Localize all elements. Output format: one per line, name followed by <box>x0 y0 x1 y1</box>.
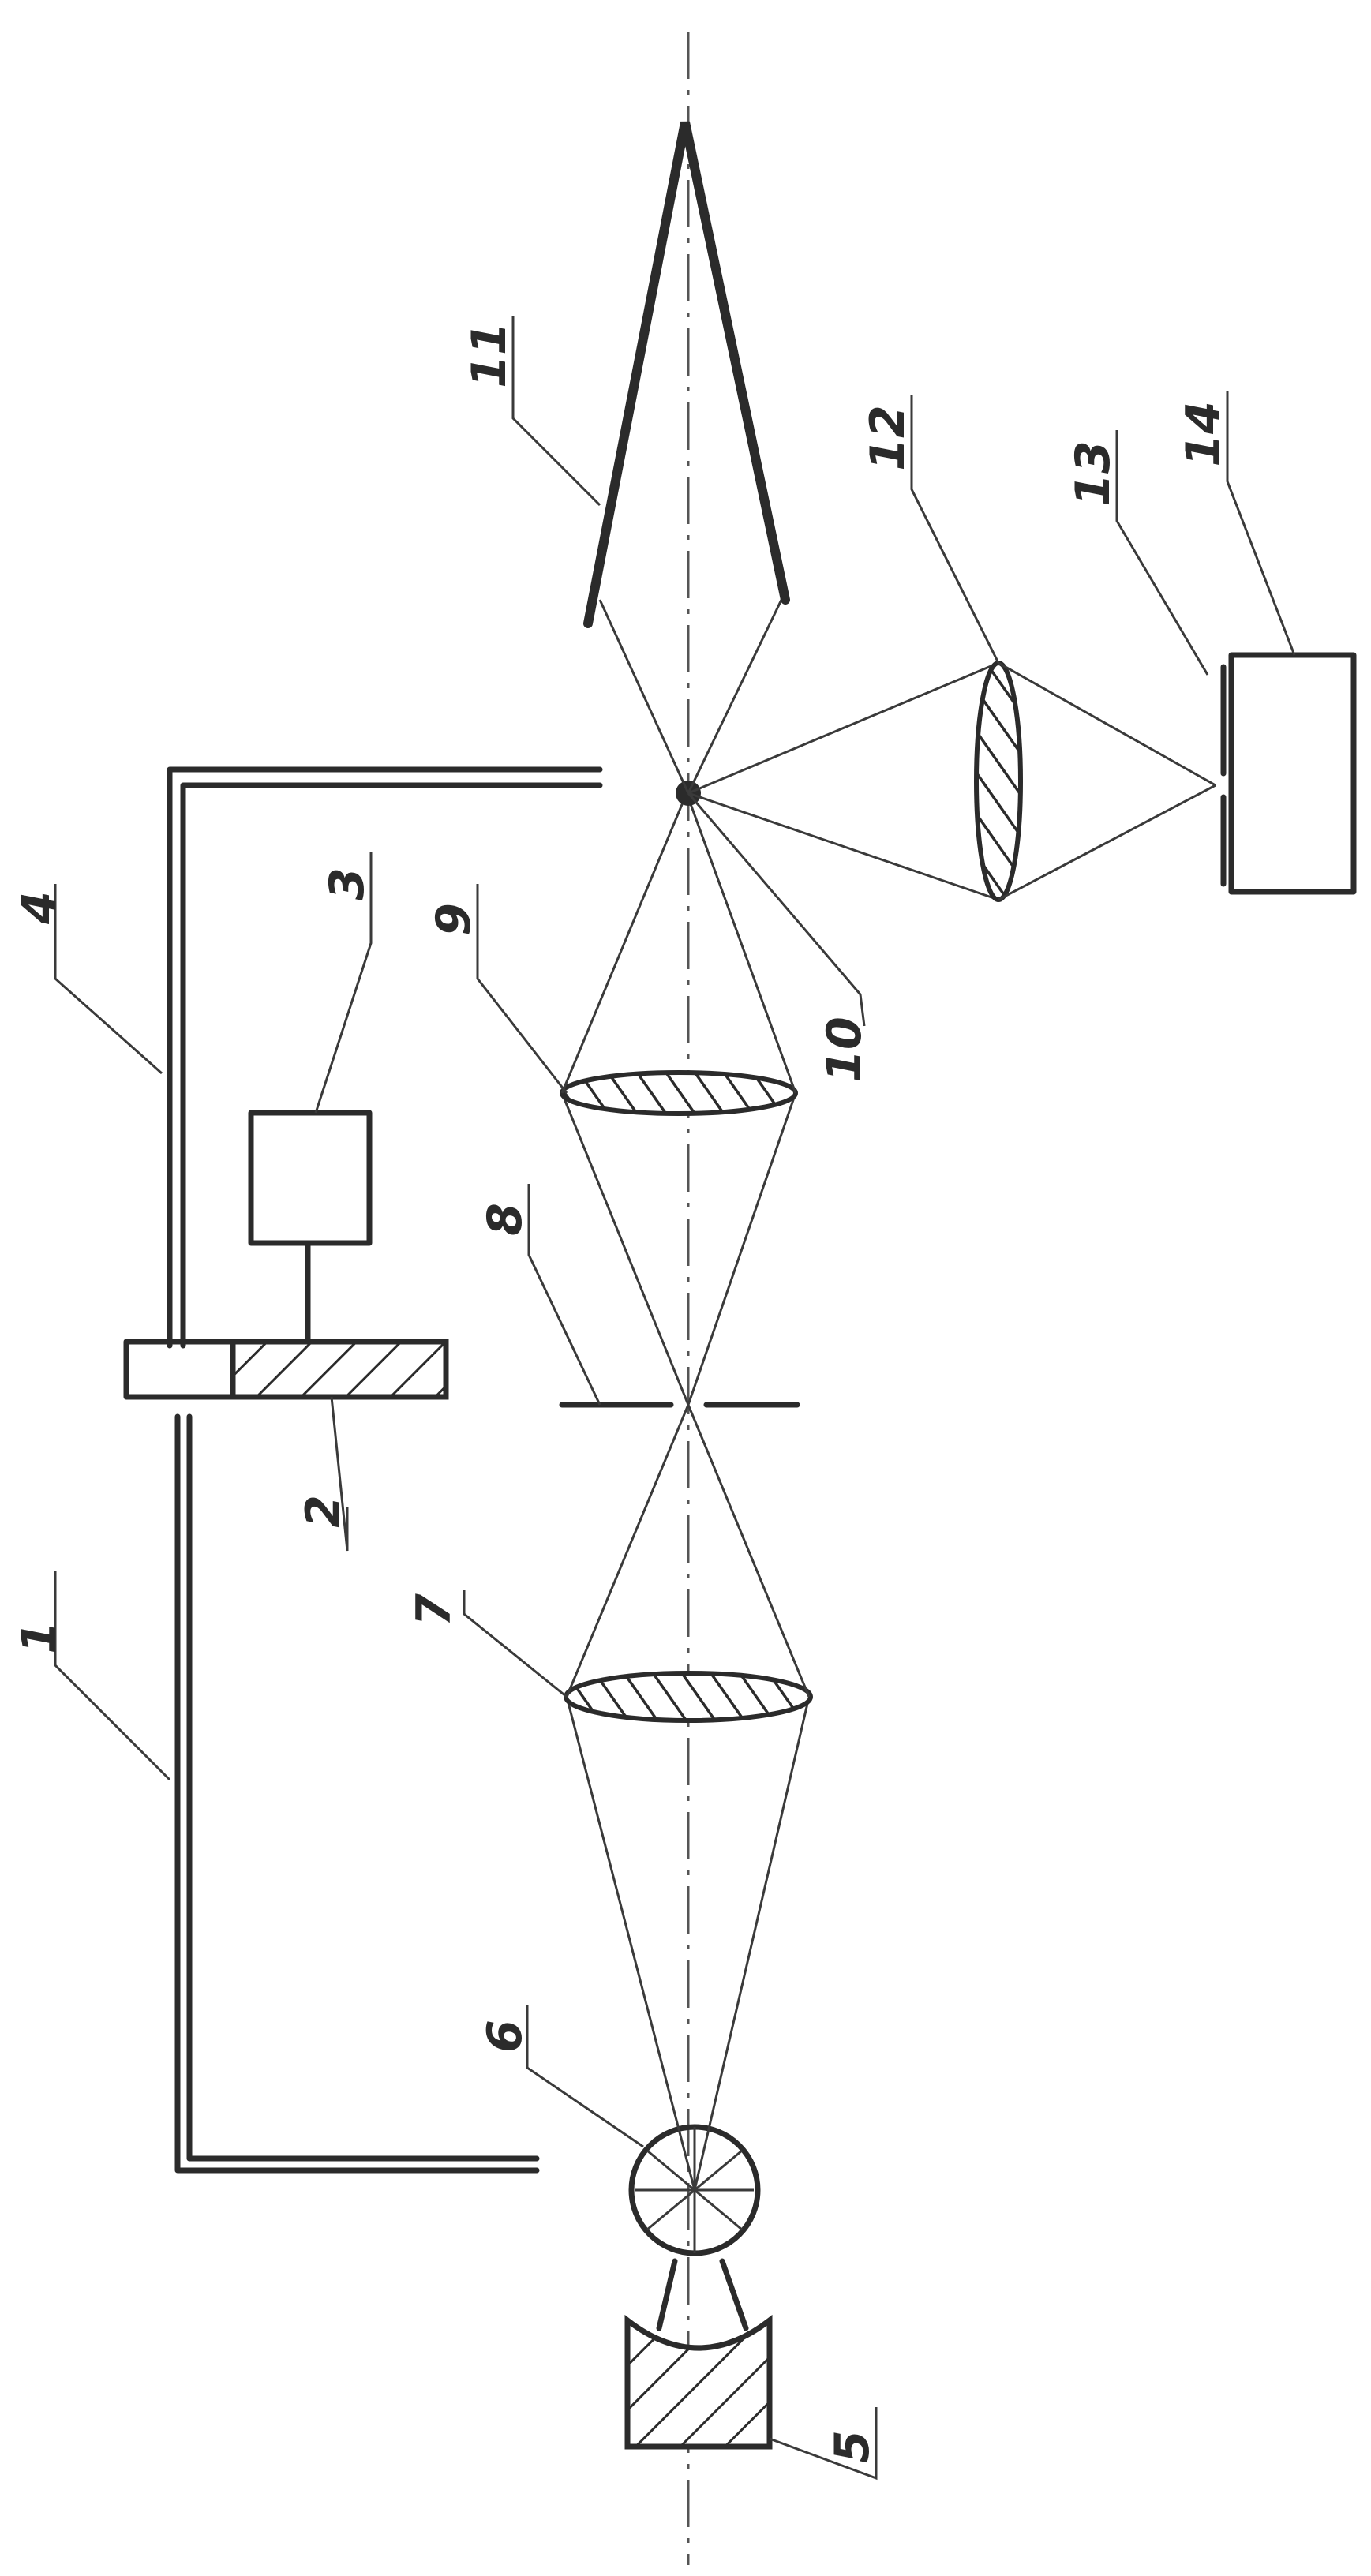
label-4: 4 <box>12 891 67 925</box>
label-12: 12 <box>860 405 916 471</box>
label-3: 3 <box>320 867 375 900</box>
label-8: 8 <box>478 1203 533 1236</box>
lens-7 <box>564 1671 813 1723</box>
leader-6 <box>526 2005 644 2148</box>
leader-14 <box>1226 391 1296 656</box>
leader-2 <box>330 1396 349 1552</box>
label-13: 13 <box>1066 440 1121 507</box>
reflector-body <box>624 2314 773 2450</box>
leader-8 <box>527 1184 601 1406</box>
filter-hatched <box>230 1339 449 1400</box>
lens-12 <box>974 661 1023 902</box>
rays-lens12-slit <box>998 661 1216 901</box>
label-2: 2 <box>296 1495 351 1528</box>
leader-12 <box>910 395 1000 664</box>
label-14: 14 <box>1176 401 1231 467</box>
label-6: 6 <box>478 2020 533 2053</box>
label-11: 11 <box>462 322 517 388</box>
lens-9 <box>560 1070 798 1116</box>
leader-13 <box>1115 430 1209 676</box>
label-9: 9 <box>426 903 481 936</box>
rays-lens7-lens9 <box>560 1092 811 1698</box>
leader-7 <box>463 1590 568 1698</box>
reflector-arrow-left <box>656 2258 678 2331</box>
label-1: 1 <box>12 1621 67 1654</box>
rays-source-lens7 <box>565 1696 811 2191</box>
label-10: 10 <box>817 1017 872 1083</box>
leader-1 <box>54 1571 171 1781</box>
filter-clear <box>123 1339 236 1400</box>
leader-4 <box>54 884 163 1075</box>
label-5: 5 <box>825 2430 880 2463</box>
scatter-rays <box>598 599 999 995</box>
leader-3 <box>314 852 373 1114</box>
leader-5 <box>769 2407 878 2481</box>
rays-lens9-focus <box>560 792 797 1094</box>
label-7: 7 <box>406 1593 462 1627</box>
drive-unit <box>248 1110 373 1246</box>
cone-11 <box>583 121 790 628</box>
leader-9 <box>476 884 568 1094</box>
leader-10 <box>859 994 866 1027</box>
reflector-arrow-right <box>719 2258 749 2331</box>
detector-14 <box>1228 652 1357 895</box>
housing-lower <box>174 1413 540 2174</box>
leader-11 <box>511 316 601 507</box>
housing-upper <box>167 766 603 1349</box>
